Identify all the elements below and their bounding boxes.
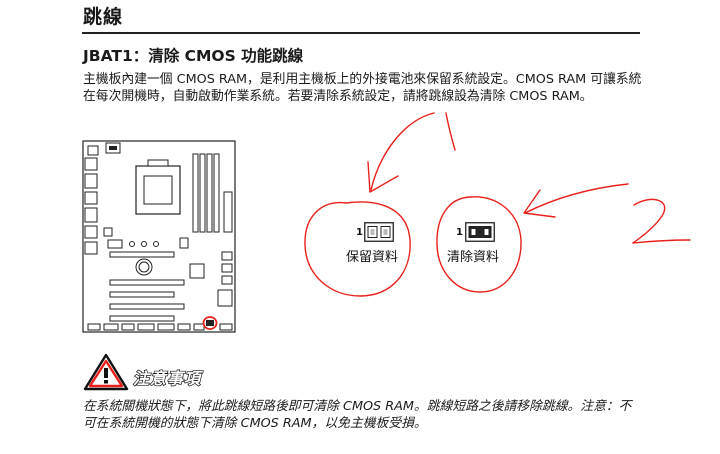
- warning-triangle-icon: [83, 353, 129, 391]
- title-rule: [82, 32, 640, 34]
- jumper-open-icon: [364, 222, 394, 242]
- pin-one-label-clear: 1: [456, 227, 463, 238]
- mark-2-stroke: [632, 198, 691, 244]
- mark-1-stroke: [445, 112, 456, 151]
- section-title: 跳線: [83, 6, 124, 28]
- caution-text: 在系統關機狀態下，將此跳線短路後即可清除 CMOS RAM。跳線短路之後請移除跳…: [83, 399, 632, 431]
- arrow-one-head: [367, 161, 399, 193]
- circle-clear-data: [436, 196, 522, 293]
- jumper-heading: JBAT1：清除 CMOS 功能跳線: [83, 47, 304, 65]
- keep-data-label: 保留資料: [346, 250, 399, 265]
- jumper-closed-icon: [465, 222, 495, 242]
- arrow-two-shaft: [524, 183, 629, 214]
- jumper-description: 主機板內建一個 CMOS RAM，是利用主機板上的外接電池來保留系統設定。CMO…: [83, 72, 642, 104]
- arrow-two-head: [523, 189, 556, 218]
- caution-title: 注意事項: [132, 368, 202, 388]
- arrow-one-shaft: [370, 112, 435, 191]
- pin-one-label-keep: 1: [356, 227, 363, 238]
- clear-data-label: 清除資料: [447, 250, 500, 265]
- motherboard-diagram: [82, 140, 236, 333]
